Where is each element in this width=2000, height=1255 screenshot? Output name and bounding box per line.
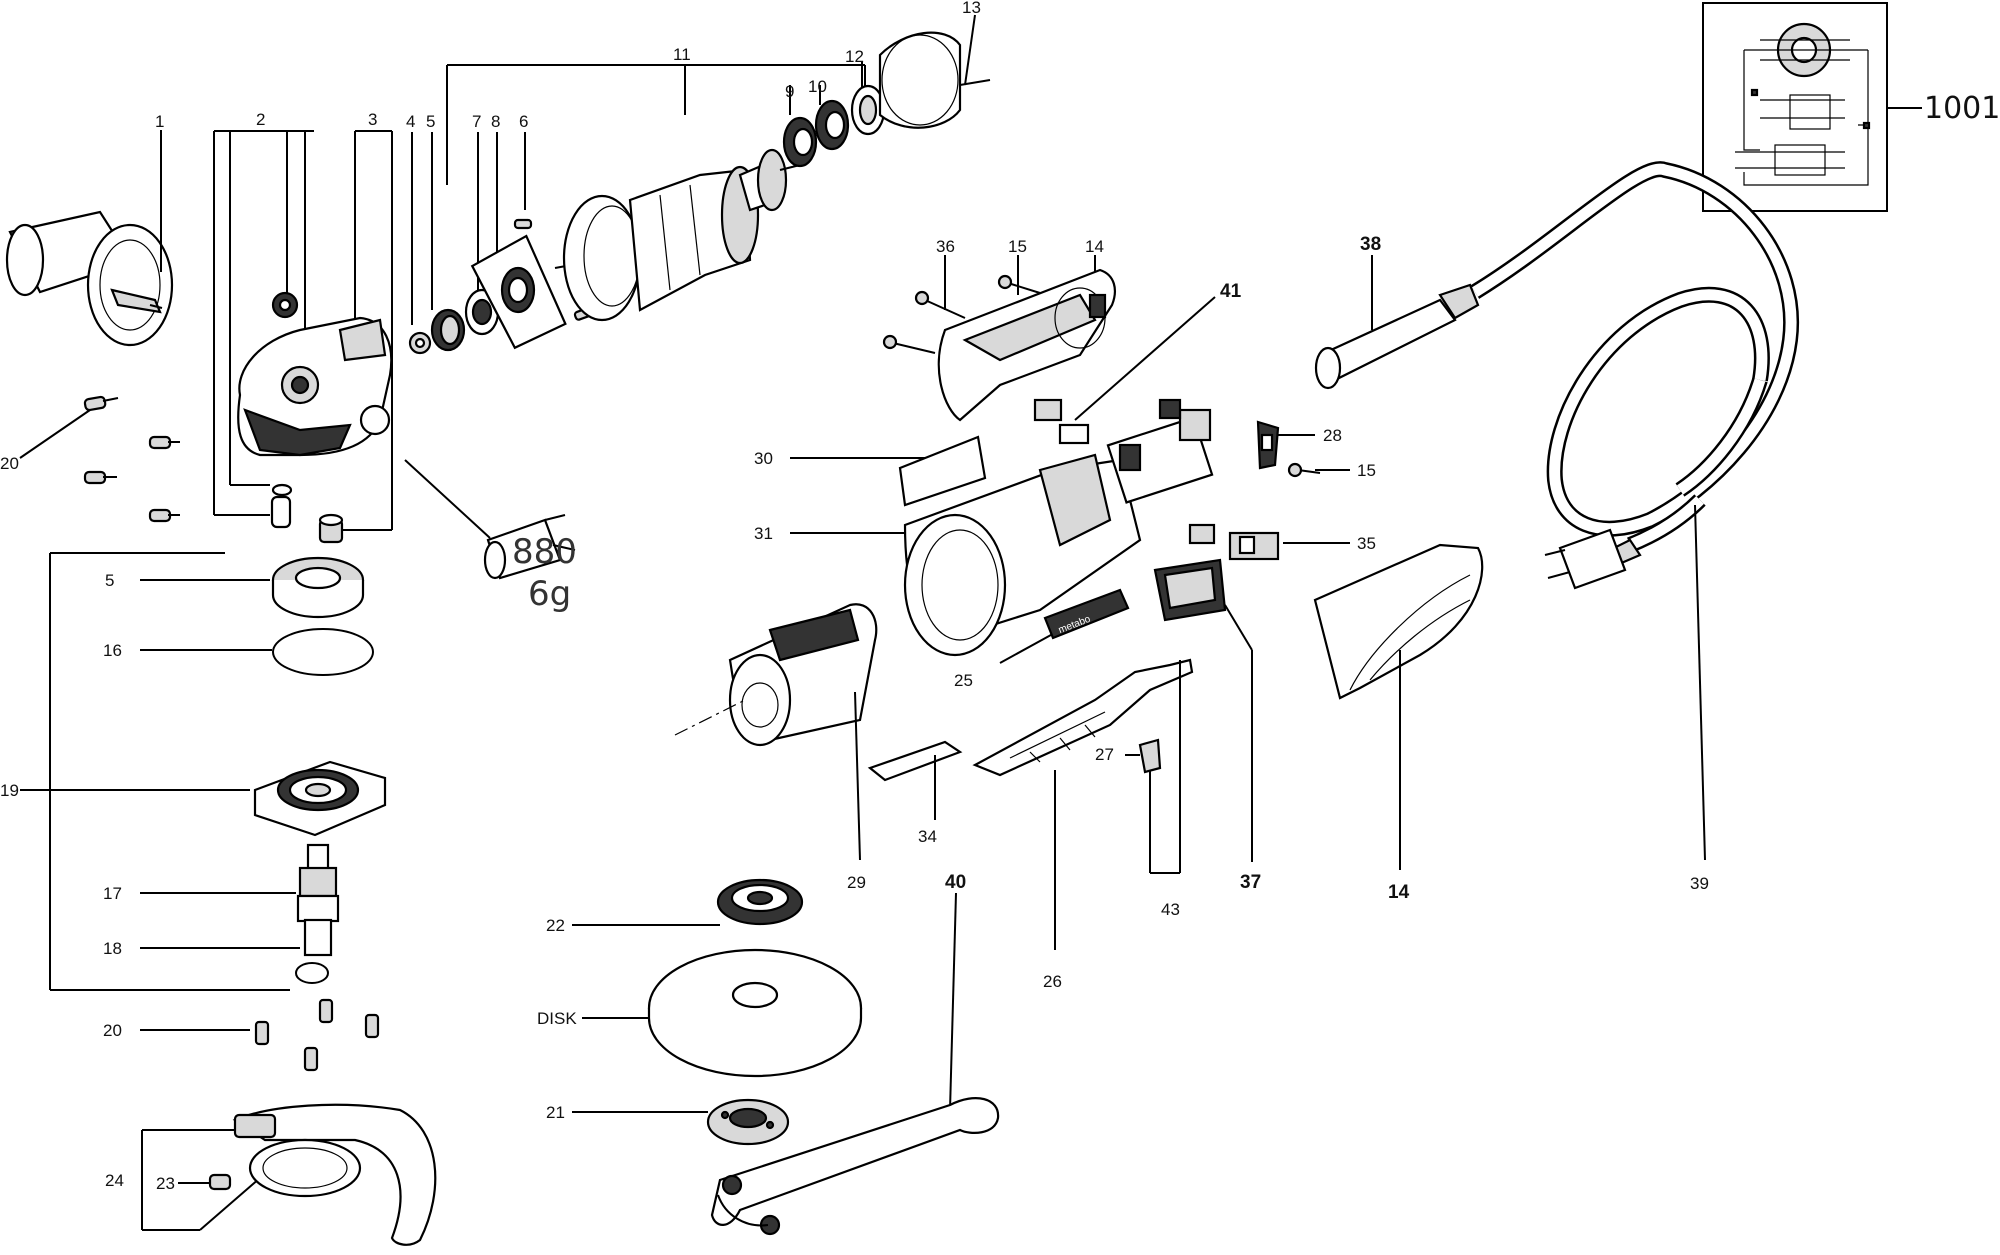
label-14-right: 14	[1388, 882, 1410, 903]
label-26: 26	[1043, 972, 1062, 991]
label-16: 16	[103, 641, 122, 660]
part-19-bearing-flange	[253, 760, 387, 837]
label-40: 40	[945, 872, 966, 893]
label-21: 21	[546, 1103, 565, 1122]
label-3: 3	[368, 110, 377, 129]
part-27-clip	[1138, 738, 1162, 774]
label-11: 11	[673, 45, 691, 64]
part-4-7-8-small-parts	[408, 218, 593, 355]
label-39: 39	[1690, 874, 1709, 893]
part-28-clip	[1256, 420, 1280, 470]
part-40-spanner	[710, 1097, 1000, 1236]
part-24-wheel-guard	[208, 1103, 437, 1246]
part-29-stator	[674, 603, 878, 747]
label-12: 12	[845, 47, 864, 66]
label-43: 43	[1161, 900, 1180, 919]
label-37: 37	[1240, 872, 1261, 893]
part-18-o-ring	[295, 962, 329, 984]
label-23: 23	[156, 1174, 175, 1193]
part-16-o-ring	[272, 628, 374, 676]
part-34-insulation	[867, 740, 963, 782]
label-4: 4	[406, 112, 415, 131]
grease-code-annotation: 880	[512, 532, 577, 572]
label-9: 9	[785, 82, 794, 101]
label-27: 27	[1095, 745, 1114, 764]
part-30-label-plate	[898, 435, 987, 507]
label-10: 10	[808, 77, 827, 96]
label-15-top: 15	[1008, 237, 1027, 256]
part-37-switch	[1153, 558, 1227, 622]
part-26-switch-rod	[972, 658, 1194, 777]
part-31-motor-housing	[903, 398, 1216, 657]
grease-tube	[483, 514, 576, 580]
part-36-15-screws-top	[882, 274, 1041, 354]
label-22: 22	[546, 916, 565, 935]
part-14-handle-cover-top	[937, 268, 1116, 422]
part-17-spindle	[296, 843, 340, 957]
label-8: 8	[491, 112, 500, 131]
label-15-right: 15	[1357, 461, 1376, 480]
part-22-inner-flange	[716, 878, 804, 926]
label-25: 25	[954, 671, 973, 690]
part-disk	[647, 948, 863, 1078]
part-1-side-handle	[5, 210, 174, 347]
label-1: 1	[155, 112, 164, 131]
label-41: 41	[1220, 281, 1242, 302]
part-20-screws-upper	[83, 395, 180, 523]
label-1001: 1001	[1924, 91, 2000, 126]
part-38-strain-relief	[1314, 283, 1480, 390]
grease-qty-annotation: 6g	[528, 574, 571, 614]
label-6: 6	[519, 112, 528, 131]
label-19: 19	[0, 781, 19, 800]
label-20-lower: 20	[103, 1021, 122, 1040]
label-7: 7	[472, 112, 481, 131]
label-13: 13	[962, 0, 981, 17]
part-2-3-gear-housing	[237, 291, 393, 544]
label-20-upper: 20	[0, 454, 19, 473]
label-18: 18	[103, 939, 122, 958]
label-29: 29	[847, 873, 866, 892]
label-30: 30	[754, 449, 773, 468]
label-2: 2	[256, 110, 265, 129]
part-21-clamping-nut	[706, 1098, 790, 1146]
wiring-schematic-box	[1702, 2, 1888, 212]
label-17: 17	[103, 884, 122, 903]
part-14-handle-cover-right	[1313, 543, 1484, 700]
part-15-screw-right	[1287, 462, 1321, 478]
label-5-left: 5	[105, 571, 114, 590]
label-14-top: 14	[1085, 237, 1104, 256]
part-35-brush-holder	[1228, 531, 1280, 561]
part-39-power-cord	[1470, 161, 1800, 590]
label-24: 24	[105, 1171, 124, 1190]
part-5-bevel-gear	[271, 556, 365, 619]
label-35: 35	[1357, 534, 1376, 553]
label-disk: DISK	[537, 1009, 577, 1028]
label-36: 36	[936, 237, 955, 256]
part-25-nameplate: metabo	[1043, 588, 1130, 640]
label-31: 31	[754, 524, 773, 543]
label-28: 28	[1323, 426, 1342, 445]
part-12-13-bearing-cup	[850, 31, 991, 136]
part-20-screws-lower	[254, 998, 380, 1072]
part-41-brush	[1033, 398, 1090, 445]
part-9-10-bearings	[782, 99, 850, 168]
part-11-armature	[554, 148, 801, 322]
label-5-top: 5	[426, 112, 435, 131]
label-34: 34	[918, 827, 937, 846]
label-38: 38	[1360, 234, 1381, 255]
